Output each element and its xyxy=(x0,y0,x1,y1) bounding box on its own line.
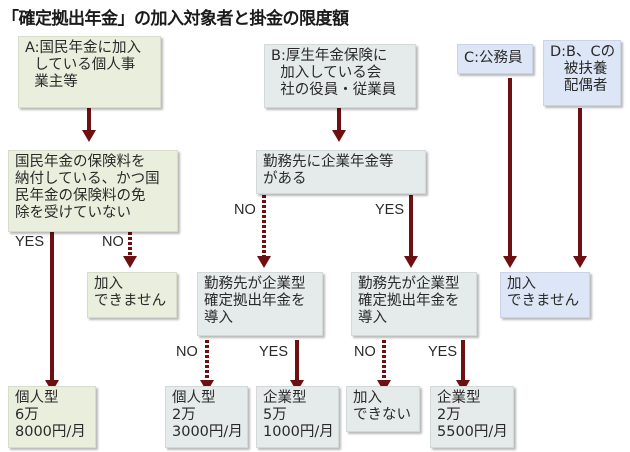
label-yes: YES xyxy=(375,202,405,218)
arrowhead xyxy=(257,256,271,268)
node-c-civil-servant: C:公務員 xyxy=(457,44,533,74)
label-yes: YES xyxy=(259,344,289,360)
label-no: NO xyxy=(102,234,124,250)
arrowhead xyxy=(123,256,137,268)
arrowhead xyxy=(503,256,517,268)
arrowhead xyxy=(404,256,418,268)
arrowhead xyxy=(332,130,346,142)
arrowhead xyxy=(573,256,587,268)
label-no: NO xyxy=(176,344,198,360)
label-no: NO xyxy=(234,202,256,218)
result-not-eligible: 加入 できない xyxy=(346,386,420,432)
label-yes: YES xyxy=(15,234,45,250)
result-corporate-51000: 企業型 5万 1000円/月 xyxy=(256,386,339,448)
node-b-no-question: 勤務先が企業型 確定拠出年金を 導入 xyxy=(197,272,323,336)
result-corporate-25500: 企業型 2万 5500円/月 xyxy=(430,386,514,448)
label-yes: YES xyxy=(428,344,458,360)
node-b-question: 勤務先に企業年金等 がある xyxy=(256,150,426,194)
node-a-self-employed: A:国民年金に加入 している個人事 業主等 xyxy=(18,36,161,108)
result-individual-23000: 個人型 2万 3000円/月 xyxy=(165,386,248,448)
node-b-yes-question: 勤務先が企業型 確定拠出年金を 導入 xyxy=(351,272,477,336)
result-individual-68000: 個人型 6万 8000円/月 xyxy=(8,386,96,448)
node-a-question: 国民年金の保険料を 納付している、かつ国 民年金の保険料の免 除を受けていない xyxy=(8,150,178,232)
node-a-no-result: 加入 できません xyxy=(87,272,177,318)
node-d-spouse: D:B、Cの 被扶養 配偶者 xyxy=(543,40,621,106)
arrowhead xyxy=(82,130,96,142)
label-no: NO xyxy=(354,344,376,360)
diagram-title: 「確定拠出年金」の加入対象者と掛金の限度額 xyxy=(2,9,349,29)
node-b-employee: B:厚生年金保険に 加入している会 社の役員・従業員 xyxy=(264,44,416,108)
node-cd-result: 加入 できません xyxy=(500,272,590,318)
